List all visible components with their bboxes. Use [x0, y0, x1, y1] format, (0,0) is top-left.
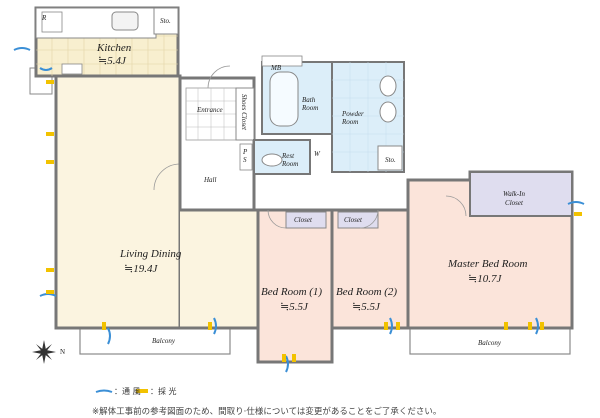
disclaimer-note: ※解体工事前の参考図面のため、間取り·仕様については変更があることをご了承くださ…	[92, 407, 442, 417]
living-dining-area-label: ≒19.4J	[124, 263, 158, 275]
ps-label: P S	[243, 148, 248, 164]
r-label: R	[42, 14, 47, 22]
balcony-left-label: Balcony	[152, 337, 175, 345]
bathtub	[269, 71, 299, 127]
closet-2-label: Closet	[344, 216, 362, 224]
rest-room	[253, 139, 311, 175]
bed-room-2-area-label: ≒5.5J	[352, 301, 380, 313]
legend-lighting-icon	[136, 389, 148, 393]
sto-label-1: Sto.	[160, 17, 171, 25]
closet-1-label: Closet	[294, 216, 312, 224]
bed-room-2	[330, 208, 410, 330]
lighting-marks	[46, 80, 582, 362]
balcony-right-label: Balcony	[478, 339, 501, 347]
closet-2	[337, 211, 379, 229]
ps-shaft	[239, 143, 253, 171]
balcony-left	[79, 327, 231, 355]
master-bed-room-label: Master Bed Room	[448, 258, 528, 270]
living-ext	[180, 210, 258, 328]
walk-in-closet-label: Walk-In Closet	[503, 190, 525, 207]
walk-in-closet	[469, 171, 573, 217]
toilet	[261, 153, 283, 167]
entrance-label: Entrance	[197, 106, 223, 114]
storage-2	[377, 145, 403, 171]
mb-label: MB	[271, 64, 282, 72]
sto-label-2: Sto.	[385, 156, 396, 164]
bed-room-1-label: Bed Room (1)	[261, 286, 323, 298]
ventilation-marks	[13, 47, 585, 373]
master-bed-room-area-label: ≒10.7J	[468, 273, 502, 285]
compass-icon	[32, 340, 56, 364]
bath-room-label: Bath Room	[302, 96, 319, 112]
basin-2	[379, 101, 397, 123]
stove	[41, 11, 63, 33]
kitchen-label: Kitchen	[97, 42, 132, 54]
kitchen-storage	[153, 7, 179, 35]
compass-label: N	[60, 348, 66, 356]
kitchen-shelf	[61, 63, 83, 75]
kitchen-area-label: ≒5.4J	[98, 55, 126, 67]
basin-1	[379, 75, 397, 97]
bed-room-2-label: Bed Room (2)	[336, 286, 398, 298]
closet-1	[285, 211, 327, 229]
balcony-right	[409, 327, 571, 355]
hall-label: Hall	[204, 176, 217, 184]
legend-lighting-label: ：採 光	[150, 387, 177, 396]
mb-box	[261, 55, 303, 67]
shoes-closet	[235, 87, 255, 141]
sink	[111, 11, 139, 31]
legend-ventilation-icon	[95, 389, 113, 393]
powder-room-label: Powder Room	[342, 110, 364, 126]
w-label: W	[314, 150, 320, 158]
living-dining-label: Living Dining	[120, 248, 182, 260]
bed-room-1	[256, 208, 334, 364]
rest-room-label: Rest Room	[282, 152, 299, 168]
bed-room-1-area-label: ≒5.5J	[280, 301, 308, 313]
legend-ventilation-label: ：通 風	[114, 387, 141, 396]
living-dining-area	[54, 74, 182, 330]
shoes-closet-label: Shoes Closet	[240, 94, 248, 130]
